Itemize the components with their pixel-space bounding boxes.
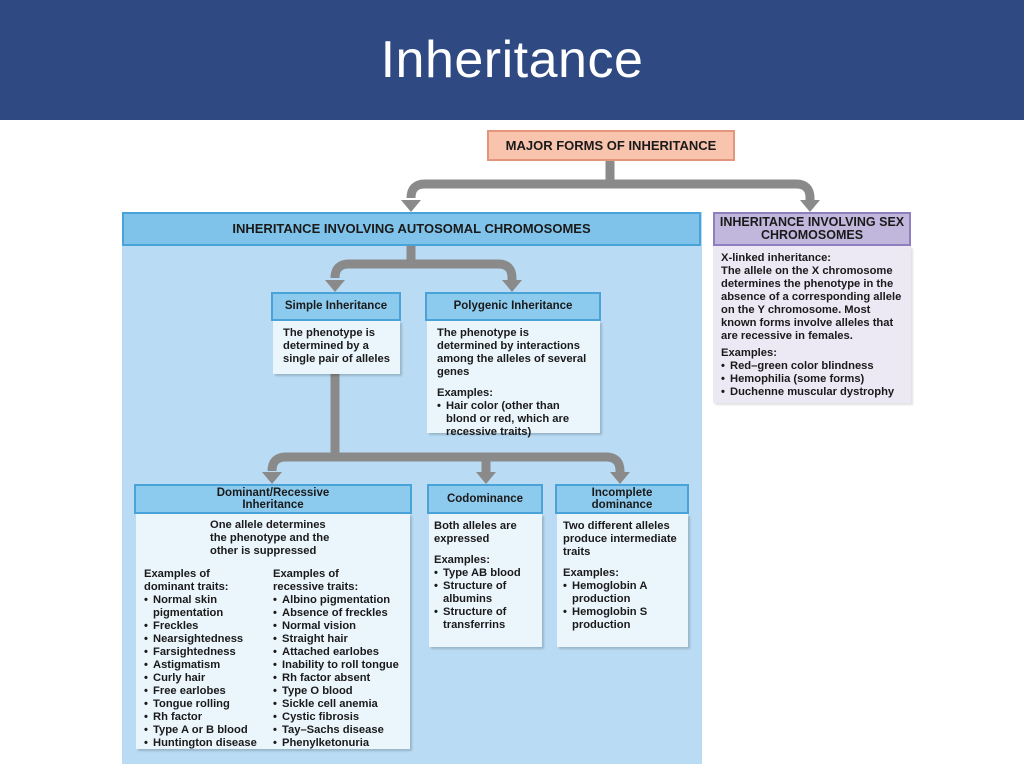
simple-inheritance-label: Simple Inheritance bbox=[284, 300, 388, 313]
codominance-description: Both alleles are expressed bbox=[434, 520, 517, 545]
arrowhead-codominance bbox=[476, 472, 496, 484]
autosomal-label: INHERITANCE INVOLVING AUTOSOMAL CHROMOSO… bbox=[232, 221, 591, 237]
arrowhead-sex bbox=[800, 200, 820, 212]
title-bar: Inheritance bbox=[0, 0, 1024, 120]
simple-inheritance-box: The phenotype is determined by a single … bbox=[273, 321, 400, 374]
list-item: Red–green color blindness bbox=[721, 360, 903, 373]
list-item: Freckles bbox=[144, 620, 273, 633]
simple-inheritance-header: Simple Inheritance bbox=[271, 292, 401, 321]
dominant-recessive-label: Dominant/Recessive Inheritance bbox=[216, 486, 330, 511]
polygenic-inheritance-header: Polygenic Inheritance bbox=[425, 292, 601, 321]
dominant-recessive-box: One allele determines the phenotype and … bbox=[136, 514, 410, 750]
list-item: Sickle cell anemia bbox=[273, 698, 402, 711]
list-item: Absence of freckles bbox=[273, 607, 402, 620]
sex-chromosomes-box: X-linked inheritance: The allele on the … bbox=[713, 246, 911, 403]
incomplete-dominance-header: Incomplete dominance bbox=[555, 484, 689, 514]
list-item: Type AB blood bbox=[434, 567, 537, 580]
list-item: Hair color (other than blond or red, whi… bbox=[437, 400, 590, 439]
dominant-recessive-description: One allele determines the phenotype and … bbox=[210, 519, 330, 557]
connector-lower-bar bbox=[267, 452, 625, 476]
incomplete-dominance-label: Incomplete dominance bbox=[591, 486, 653, 511]
list-item: Normal vision bbox=[273, 620, 402, 633]
arrowhead-polygenic bbox=[502, 280, 522, 292]
list-item: Tongue rolling bbox=[144, 698, 273, 711]
list-item: Rh factor bbox=[144, 711, 273, 724]
list-item: Attached earlobes bbox=[273, 646, 402, 659]
list-item: Farsightedness bbox=[144, 646, 273, 659]
simple-inheritance-description: The phenotype is determined by a single … bbox=[283, 327, 390, 365]
polygenic-description: The phenotype is determined by interacti… bbox=[437, 327, 587, 378]
arrowhead-simple bbox=[325, 280, 345, 292]
sex-chromosomes-label: INHERITANCE INVOLVING SEX CHROMOSOMES bbox=[719, 214, 905, 242]
dominant-traits-label: Examples of dominant traits: bbox=[144, 568, 229, 593]
incomplete-examples-list: Hemoglobin A production Hemoglobin S pro… bbox=[563, 580, 682, 632]
xlinked-title: X-linked inheritance: bbox=[721, 252, 832, 264]
list-item: Nearsightedness bbox=[144, 633, 273, 646]
list-item: Type A or B blood bbox=[144, 724, 273, 737]
recessive-traits-list: Albino pigmentation Absence of freckles … bbox=[273, 594, 402, 750]
list-item: Cystic fibrosis bbox=[273, 711, 402, 724]
dominant-traits-list: Normal skin pigmentation Freckles Nearsi… bbox=[144, 594, 273, 750]
list-item: Duchenne muscular dystrophy bbox=[721, 386, 903, 399]
list-item: Straight hair bbox=[273, 633, 402, 646]
list-item: Hemophilia (some forms) bbox=[721, 373, 903, 386]
slide-title: Inheritance bbox=[380, 31, 644, 89]
list-item: Inability to roll tongue bbox=[273, 659, 402, 672]
arrowhead-dominant bbox=[262, 472, 282, 484]
list-item: Free earlobes bbox=[144, 685, 273, 698]
list-item: Type O blood bbox=[273, 685, 402, 698]
connector-autosomal-bar bbox=[330, 259, 517, 283]
arrowhead-incomplete bbox=[610, 472, 630, 484]
polygenic-examples-list: Hair color (other than blond or red, whi… bbox=[437, 400, 590, 439]
sex-examples-list: Red–green color blindness Hemophilia (so… bbox=[721, 360, 903, 399]
list-item: Structure of transferrins bbox=[434, 606, 537, 632]
incomplete-dominance-box: Two different alleles produce intermedia… bbox=[557, 514, 688, 647]
sex-examples-label: Examples: bbox=[721, 347, 777, 359]
incomplete-examples-label: Examples: bbox=[563, 567, 619, 579]
list-item: Normal skin pigmentation bbox=[144, 594, 273, 620]
codominance-box: Both alleles are expressed Examples: Typ… bbox=[429, 514, 542, 647]
polygenic-examples-label: Examples: bbox=[437, 387, 493, 399]
codominance-header: Codominance bbox=[427, 484, 543, 514]
recessive-traits-label: Examples of recessive traits: bbox=[273, 568, 359, 593]
codominance-examples-label: Examples: bbox=[434, 554, 490, 566]
list-item: Curly hair bbox=[144, 672, 273, 685]
connector-major-bar bbox=[406, 179, 815, 203]
list-item: Tay–Sachs disease bbox=[273, 724, 402, 737]
list-item: Phenylketonuria bbox=[273, 737, 402, 750]
list-item: Albino pigmentation bbox=[273, 594, 402, 607]
sex-chromosomes-header: INHERITANCE INVOLVING SEX CHROMOSOMES bbox=[713, 212, 911, 246]
major-forms-header: MAJOR FORMS OF INHERITANCE bbox=[487, 130, 735, 161]
polygenic-inheritance-box: The phenotype is determined by interacti… bbox=[427, 321, 600, 438]
major-forms-label: MAJOR FORMS OF INHERITANCE bbox=[505, 137, 717, 153]
list-item: Rh factor absent bbox=[273, 672, 402, 685]
polygenic-inheritance-label: Polygenic Inheritance bbox=[453, 300, 573, 313]
codominance-label: Codominance bbox=[446, 492, 524, 505]
arrowhead-autosomal bbox=[401, 200, 421, 212]
autosomal-header: INHERITANCE INVOLVING AUTOSOMAL CHROMOSO… bbox=[122, 212, 701, 246]
xlinked-description: The allele on the X chromosome determine… bbox=[721, 265, 902, 342]
list-item: Structure of albumins bbox=[434, 580, 537, 606]
dominant-recessive-header: Dominant/Recessive Inheritance bbox=[134, 484, 412, 514]
codominance-examples-list: Type AB blood Structure of albumins Stru… bbox=[434, 567, 537, 632]
list-item: Huntington disease bbox=[144, 737, 273, 750]
list-item: Hemoglobin S production bbox=[563, 606, 682, 632]
list-item: Hemoglobin A production bbox=[563, 580, 682, 606]
incomplete-description: Two different alleles produce intermedia… bbox=[563, 520, 677, 558]
list-item: Astigmatism bbox=[144, 659, 273, 672]
